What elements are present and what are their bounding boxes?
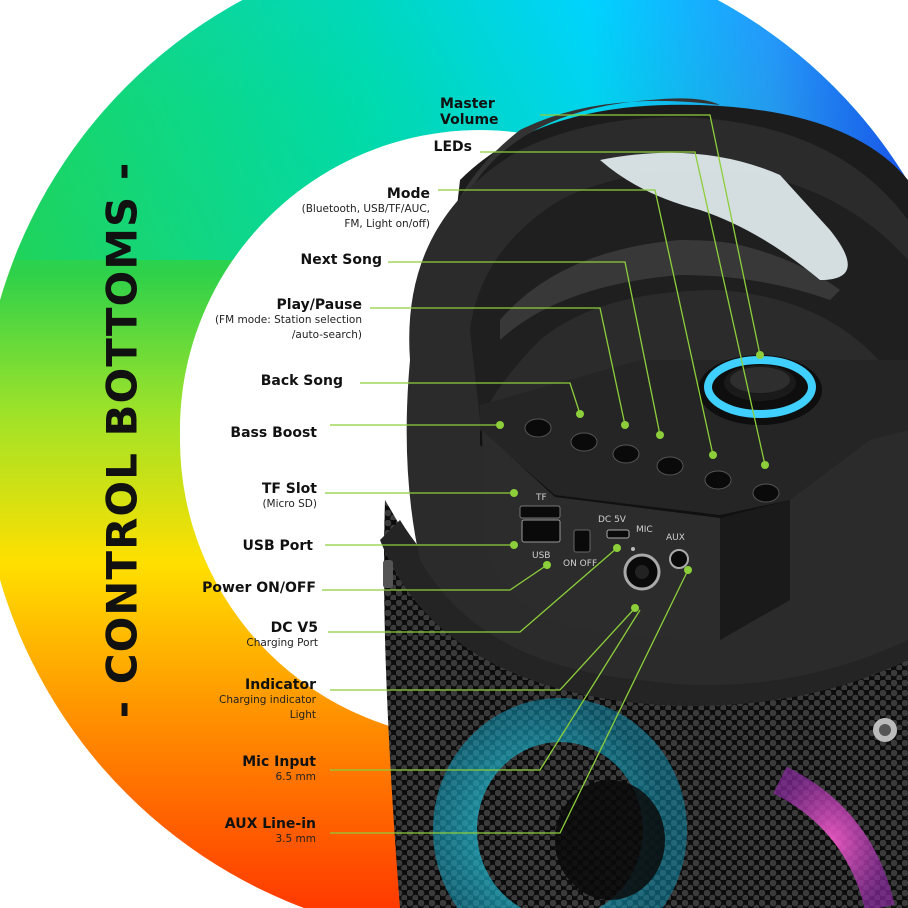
panel-mark-mic: MIC <box>636 525 653 535</box>
label-master-volume: Master Volume <box>440 96 532 128</box>
led-ring-blue <box>433 698 687 908</box>
panel-mark-tf: TF <box>535 493 547 503</box>
label-subtitle: (Micro SD) <box>262 498 317 510</box>
label-title: DC V5 <box>270 620 318 636</box>
label-title: Back Song <box>260 373 343 389</box>
panel-mark-on-off: ON OFF <box>563 559 597 569</box>
label-subtitle: (Bluetooth, USB/TF/AUC, FM, Light on/off… <box>301 203 430 230</box>
label-title: Power ON/OFF <box>202 580 316 596</box>
label-subtitle: 3.5 mm <box>275 833 317 845</box>
label-leds: LEDs <box>380 139 472 155</box>
label-title: AUX Line-in <box>224 816 316 832</box>
control-buttons <box>524 418 780 503</box>
label-title: USB Port <box>242 538 313 554</box>
label-title: LEDs <box>433 139 472 155</box>
label-subtitle: Charging indicator Light <box>218 694 316 721</box>
panel-mark-dc: DC 5V <box>598 515 627 525</box>
label-subtitle: (FM mode: Station selection /auto-search… <box>214 314 362 341</box>
label-power-on-off: Power ON/OFF <box>190 580 316 596</box>
callout-lines <box>322 114 766 834</box>
label-title: TF Slot <box>261 481 317 497</box>
label-title: Next Song <box>300 252 383 268</box>
panel-mark-aux: AUX <box>666 533 685 543</box>
label-aux-line-in: AUX Line-in 3.5 mm <box>200 816 316 847</box>
label-mode: Mode (Bluetooth, USB/TF/AUC, FM, Light o… <box>250 186 430 232</box>
label-title: Play/Pause <box>276 297 362 313</box>
label-title: Mic Input <box>242 754 316 770</box>
label-usb-port: USB Port <box>200 538 313 554</box>
led-ring-pink <box>773 766 895 908</box>
label-title: Bass Boost <box>230 425 317 441</box>
label-mic-input: Mic Input 6.5 mm <box>210 754 316 785</box>
label-bass-boost: Bass Boost <box>210 425 317 441</box>
label-subtitle: Charging Port <box>246 637 318 649</box>
label-dc-v5: DC V5 Charging Port <box>210 620 318 651</box>
label-indicator: Indicator Charging indicator Light <box>200 677 316 723</box>
label-next-song: Next Song <box>250 252 383 268</box>
label-tf-slot: TF Slot (Micro SD) <box>210 481 317 512</box>
label-play-pause: Play/Pause (FM mode: Station selection /… <box>190 297 362 343</box>
master-volume-knob <box>698 355 822 425</box>
label-back-song: Back Song <box>230 373 343 389</box>
panel-mark-usb: USB <box>532 551 550 561</box>
label-title: Mode <box>386 186 430 202</box>
speaker-grille <box>384 500 908 908</box>
port-panel <box>482 430 790 640</box>
label-title: Master Volume <box>440 96 499 128</box>
label-title: Indicator <box>245 677 316 693</box>
label-subtitle: 6.5 mm <box>275 771 317 783</box>
